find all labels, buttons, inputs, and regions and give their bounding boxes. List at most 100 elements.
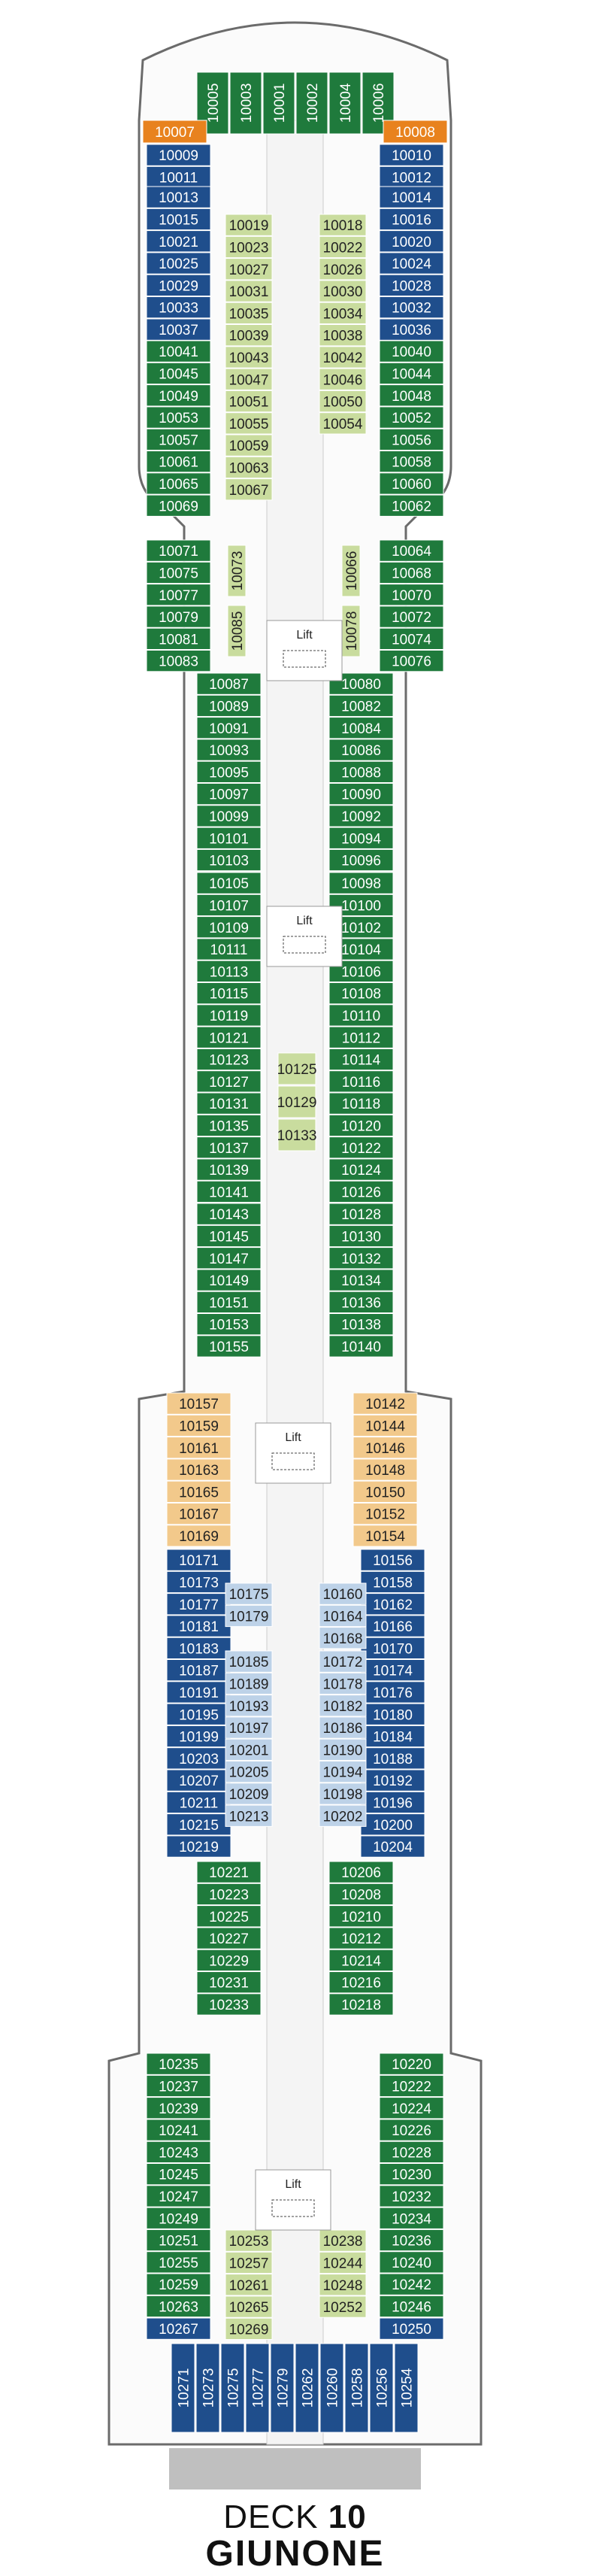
cabin-10077[interactable] (146, 584, 211, 606)
cabin-10108[interactable] (328, 982, 394, 1005)
cabin-10263[interactable] (146, 2295, 211, 2318)
cabin-10101[interactable] (196, 827, 262, 849)
cabin-10237[interactable] (146, 2074, 211, 2098)
cabin-10020[interactable] (379, 230, 444, 253)
cabin-10060[interactable] (379, 472, 444, 495)
cabin-10141[interactable] (196, 1180, 262, 1203)
cabin-10120[interactable] (328, 1114, 394, 1137)
cabin-10045[interactable] (146, 362, 211, 385)
cabin-10191[interactable] (166, 1681, 231, 1704)
cabin-10011[interactable] (146, 165, 211, 189)
cabin-10177[interactable] (166, 1593, 231, 1616)
cabin-10143[interactable] (196, 1203, 262, 1225)
cabin-10220[interactable] (379, 2053, 444, 2075)
cabin-10149[interactable] (196, 1269, 262, 1291)
cabin-10037[interactable] (146, 318, 211, 341)
cabin-10059[interactable] (225, 434, 273, 457)
cabin-10048[interactable] (379, 384, 444, 407)
cabin-10228[interactable] (379, 2141, 444, 2163)
cabin-10144[interactable] (352, 1414, 418, 1437)
cabin-10250[interactable] (379, 2317, 444, 2340)
cabin-10165[interactable] (166, 1480, 231, 1503)
cabin-10210[interactable] (328, 1905, 394, 1928)
cabin-10110[interactable] (328, 1004, 394, 1027)
cabin-10023[interactable] (225, 235, 273, 259)
cabin-10212[interactable] (328, 1927, 394, 1949)
cabin-10204[interactable] (360, 1835, 425, 1858)
cabin-10203[interactable] (166, 1747, 231, 1770)
cabin-10138[interactable] (328, 1313, 394, 1336)
cabin-10221[interactable] (196, 1861, 262, 1883)
cabin-10136[interactable] (328, 1291, 394, 1313)
cabin-10185[interactable] (225, 1650, 273, 1673)
cabin-10243[interactable] (146, 2141, 211, 2163)
cabin-10137[interactable] (196, 1136, 262, 1159)
cabin-10096[interactable] (328, 848, 394, 872)
cabin-10126[interactable] (328, 1180, 394, 1203)
cabin-10233[interactable] (196, 1993, 262, 2016)
cabin-10163[interactable] (166, 1458, 231, 1481)
cabin-10029[interactable] (146, 274, 211, 297)
cabin-10192[interactable] (360, 1769, 425, 1792)
cabin-10028[interactable] (379, 274, 444, 297)
cabin-10135[interactable] (196, 1114, 262, 1137)
cabin-10012[interactable] (379, 165, 444, 189)
cabin-10153[interactable] (196, 1313, 262, 1336)
cabin-10056[interactable] (379, 428, 444, 451)
cabin-10107[interactable] (196, 894, 262, 917)
cabin-10275[interactable] (220, 2343, 245, 2433)
cabin-10207[interactable] (166, 1769, 231, 1792)
cabin-10211[interactable] (166, 1791, 231, 1814)
cabin-10086[interactable] (328, 739, 394, 761)
cabin-10022[interactable] (319, 235, 367, 259)
cabin-10125[interactable] (277, 1052, 316, 1085)
cabin-10238[interactable] (319, 2229, 367, 2252)
cabin-10152[interactable] (352, 1503, 418, 1525)
cabin-10007[interactable] (142, 120, 207, 144)
cabin-10078[interactable] (341, 605, 361, 657)
cabin-10016[interactable] (379, 208, 444, 231)
cabin-10067[interactable] (225, 478, 273, 501)
cabin-10197[interactable] (225, 1716, 273, 1739)
cabin-10036[interactable] (379, 318, 444, 341)
cabin-10009[interactable] (146, 144, 211, 166)
cabin-10258[interactable] (344, 2343, 369, 2433)
cabin-10051[interactable] (225, 390, 273, 413)
cabin-10094[interactable] (328, 827, 394, 849)
cabin-10180[interactable] (360, 1703, 425, 1725)
cabin-10222[interactable] (379, 2074, 444, 2098)
cabin-10169[interactable] (166, 1525, 231, 1547)
cabin-10261[interactable] (225, 2274, 273, 2296)
cabin-10252[interactable] (319, 2295, 367, 2318)
cabin-10200[interactable] (360, 1813, 425, 1836)
cabin-10040[interactable] (379, 340, 444, 363)
cabin-10178[interactable] (319, 1672, 367, 1695)
cabin-10199[interactable] (166, 1725, 231, 1748)
cabin-10116[interactable] (328, 1070, 394, 1093)
cabin-10073[interactable] (227, 545, 247, 597)
cabin-10128[interactable] (328, 1203, 394, 1225)
cabin-10173[interactable] (166, 1570, 231, 1594)
cabin-10227[interactable] (196, 1927, 262, 1949)
cabin-10127[interactable] (196, 1070, 262, 1093)
cabin-10081[interactable] (146, 627, 211, 651)
cabin-10030[interactable] (319, 280, 367, 302)
cabin-10225[interactable] (196, 1905, 262, 1928)
cabin-10253[interactable] (225, 2229, 273, 2252)
cabin-10226[interactable] (379, 2119, 444, 2141)
cabin-10242[interactable] (379, 2273, 444, 2295)
cabin-10122[interactable] (328, 1136, 394, 1159)
cabin-10150[interactable] (352, 1480, 418, 1503)
cabin-10202[interactable] (319, 1804, 367, 1827)
cabin-10064[interactable] (379, 539, 444, 562)
cabin-10046[interactable] (319, 368, 367, 390)
cabin-10172[interactable] (319, 1650, 367, 1673)
cabin-10062[interactable] (379, 494, 444, 517)
cabin-10105[interactable] (196, 872, 262, 894)
cabin-10159[interactable] (166, 1414, 231, 1437)
cabin-10068[interactable] (379, 561, 444, 584)
cabin-10176[interactable] (360, 1681, 425, 1704)
cabin-10262[interactable] (295, 2343, 319, 2433)
cabin-10083[interactable] (146, 650, 211, 672)
cabin-10182[interactable] (319, 1695, 367, 1717)
